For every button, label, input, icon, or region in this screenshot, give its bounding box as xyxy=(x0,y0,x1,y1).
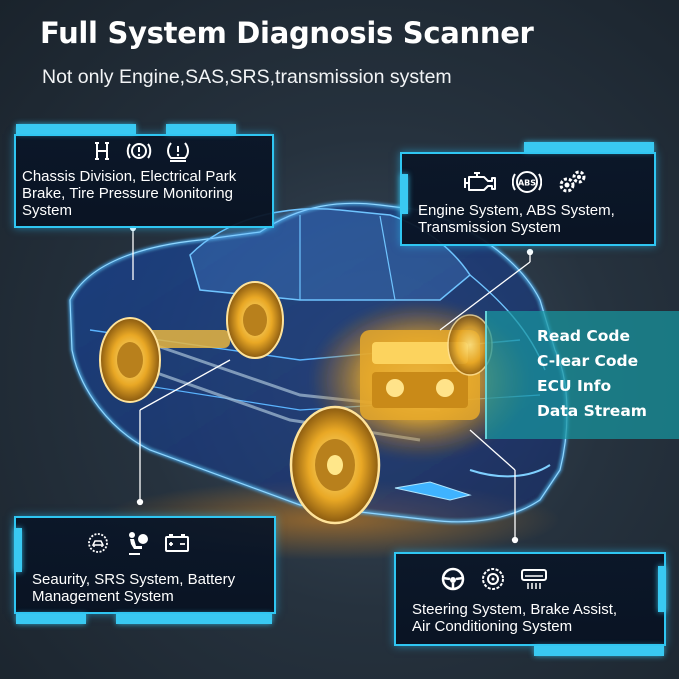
steering-line-1: Steering System, Brake Assist, xyxy=(412,601,618,618)
panel-tab-decoration xyxy=(534,646,664,656)
steering-info-panel: Steering System, Brake Assist, Air Condi… xyxy=(394,552,666,656)
feature-ecu-info: ECU Info xyxy=(537,377,612,395)
security-icon-row xyxy=(86,530,190,556)
security-description: Seaurity, SRS System, Battery Management… xyxy=(32,571,235,605)
engine-description: Engine System, ABS System, Transmission … xyxy=(418,202,615,236)
panel-tab-decoration xyxy=(658,566,666,612)
chassis-info-panel: Chassis Division, Electrical Park Brake,… xyxy=(14,124,274,228)
panel-tab-decoration xyxy=(166,124,236,134)
chassis-line-2: Brake, Tire Pressure Monitoring xyxy=(22,185,233,202)
airbag-icon xyxy=(129,532,148,555)
security-line-1: Seaurity, SRS System, Battery xyxy=(32,571,236,588)
chassis-icon-row xyxy=(92,140,190,162)
engine-icon-row: ABS xyxy=(462,168,588,196)
panel-tab-decoration xyxy=(524,142,654,152)
tire-pressure-icon xyxy=(167,142,189,162)
feature-clear-code: C-lear Code xyxy=(537,352,639,370)
engine-line-2: Transmission System xyxy=(418,219,561,236)
feature-read-code: Read Code xyxy=(537,327,631,345)
brake-icon xyxy=(126,143,152,159)
steering-description: Steering System, Brake Assist, Air Condi… xyxy=(412,601,617,635)
panel-tab-decoration xyxy=(14,528,22,572)
panel-tab-decoration xyxy=(116,614,272,624)
steering-line-2: Air Conditioning System xyxy=(412,618,573,635)
chassis-line-1: Chassis Division, Electrical Park xyxy=(22,168,237,185)
steering-icon-row xyxy=(440,566,548,592)
gears-icon xyxy=(559,170,586,193)
battery-icon xyxy=(165,534,189,552)
security-info-panel: Seaurity, SRS System, Battery Management… xyxy=(14,516,276,624)
panel-tab-decoration xyxy=(16,124,136,134)
chassis-line-3: System xyxy=(22,202,73,219)
chassis-description: Chassis Division, Electrical Park Brake,… xyxy=(22,168,236,219)
page-subtitle: Not only Engine,SAS,SRS,transmission sys… xyxy=(42,66,452,88)
page-title: Full System Diagnosis Scanner xyxy=(40,16,534,50)
brake-disc-icon xyxy=(482,568,504,590)
air-conditioning-icon xyxy=(521,569,547,589)
features-box: Read Code C-lear Code ECU Info Data Stre… xyxy=(485,311,679,439)
abs-icon-label: ABS xyxy=(518,179,536,188)
engine-info-panel: ABS Engine System, ABS System, Transmiss… xyxy=(400,142,656,246)
engine-icon xyxy=(464,172,496,191)
engine-line-1: Engine System, ABS System, xyxy=(418,202,615,219)
suspension-icon xyxy=(95,142,109,160)
feature-data-stream: Data Stream xyxy=(537,402,647,420)
security-icon xyxy=(88,533,108,553)
security-line-2: Management System xyxy=(32,588,174,605)
panel-tab-decoration xyxy=(400,174,408,214)
panel-tab-decoration xyxy=(16,614,86,624)
abs-icon: ABS xyxy=(512,171,542,193)
steering-wheel-icon xyxy=(441,567,465,591)
